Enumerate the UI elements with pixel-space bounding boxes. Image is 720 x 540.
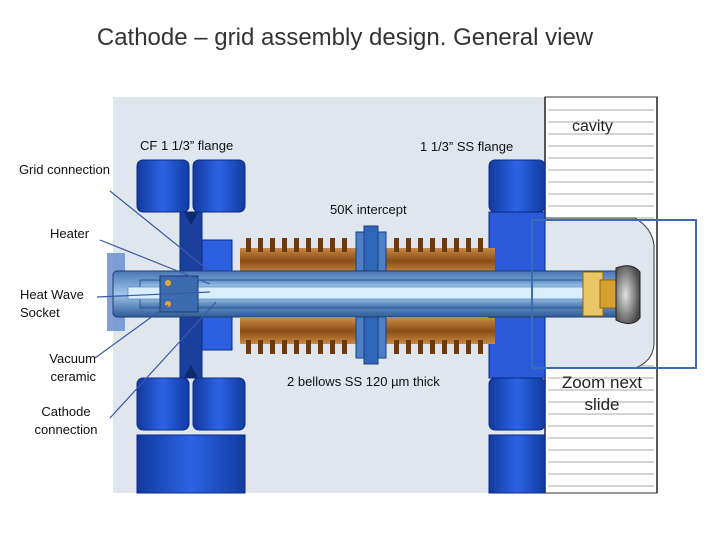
intercept-50k-label: 50K intercept	[330, 202, 407, 217]
leader-lines	[94, 190, 217, 419]
cf-flange	[136, 159, 246, 494]
cathode-connection-label: Cathode connection	[34, 404, 98, 437]
central-tube	[112, 270, 629, 318]
heater-label: Heater	[50, 226, 90, 241]
cf-flange-label: CF 1 1/3” flange	[140, 138, 234, 153]
ss-flange-label: 1 1/3” SS flange	[420, 139, 514, 154]
slide-title: Cathode – grid assembly design. General …	[96, 24, 594, 51]
bellows-label: 2 bellows SS 120 µm thick	[287, 374, 440, 389]
grid-connection-label: Grid connection	[18, 162, 110, 177]
ss-flange	[488, 159, 546, 494]
cathode-tip	[582, 265, 641, 324]
cavity-label: cavity	[572, 118, 613, 135]
zoom-next-slide-label: Zoom next slide	[561, 373, 643, 414]
heat-wave-socket-label: Heat Wave Socket	[20, 287, 84, 320]
zoom-box	[531, 219, 697, 369]
vacuum-ceramic-label: Vacuum ceramic	[49, 351, 96, 384]
